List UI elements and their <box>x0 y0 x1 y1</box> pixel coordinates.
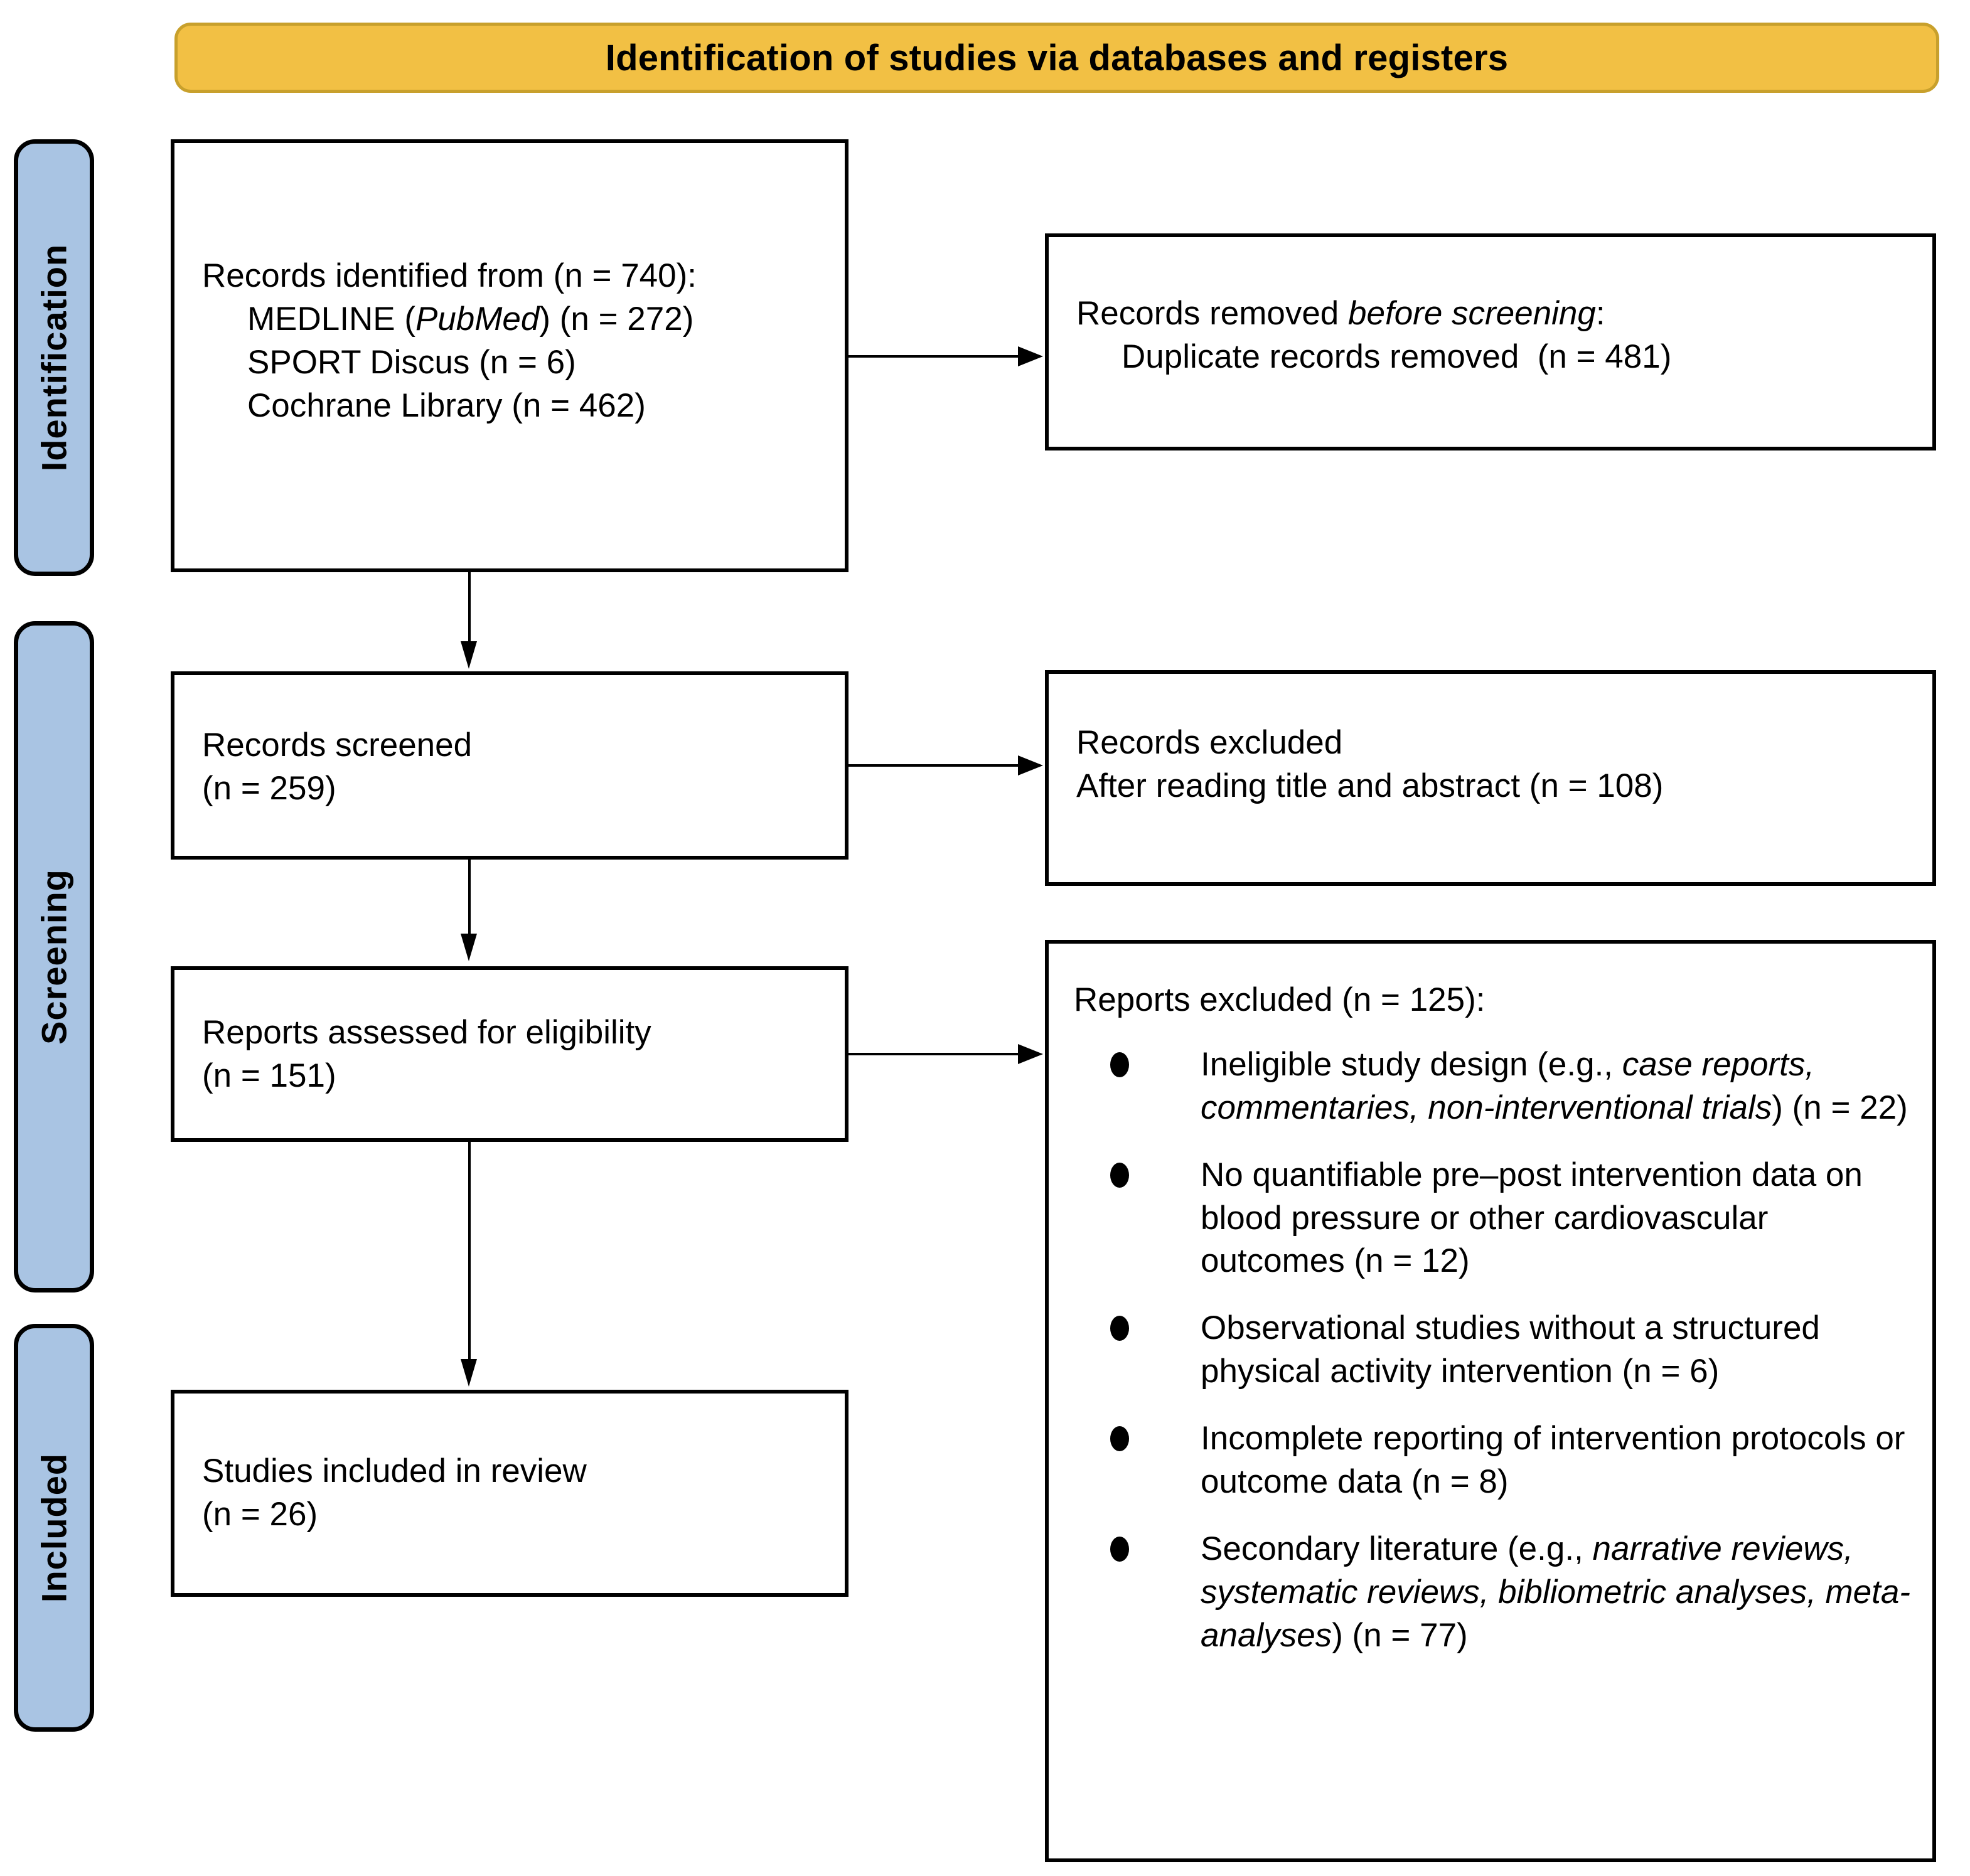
connector-screened-to-excluded <box>848 764 1022 767</box>
connector-identified-to-removed <box>848 355 1022 358</box>
diagram-header-banner: Identification of studies via databases … <box>174 23 1939 93</box>
connector-assessed-to-reports-excluded <box>848 1053 1022 1055</box>
reason-text-prefix: Secondary literature (e.g., <box>1201 1530 1593 1567</box>
reason-text-italic: case reports, commentaries, non-interven… <box>1201 1045 1815 1126</box>
connector-identified-to-screened <box>468 572 471 645</box>
medline-suffix: ) (n = 272) <box>539 300 694 338</box>
records-removed-prefix: Records removed <box>1076 295 1349 332</box>
records-identified-total: Records identified from (n = 740): <box>202 257 697 294</box>
list-item: No quantifiable pre–post intervention da… <box>1074 1154 1919 1284</box>
studies-included-label: Studies included in review <box>202 1452 587 1490</box>
box-reports-excluded: Reports excluded (n = 125): Ineligible s… <box>1045 940 1936 1862</box>
reports-excluded-heading: Reports excluded (n = 125): <box>1074 981 1486 1018</box>
records-identified-medline: MEDLINE (PubMed) (n = 272) <box>202 298 827 341</box>
reports-assessed-count: (n = 151) <box>202 1057 336 1094</box>
bullet-dot-icon <box>1110 1162 1129 1188</box>
reason-text-prefix: Incomplete reporting of intervention pro… <box>1201 1420 1905 1501</box>
studies-included-count: (n = 26) <box>202 1495 318 1533</box>
box-reports-assessed: Reports assessed for eligibility (n = 15… <box>171 966 848 1142</box>
records-screened-label: Records screened <box>202 727 473 764</box>
records-removed-suffix: : <box>1595 295 1605 332</box>
records-excluded-reason: After reading title and abstract (n = 10… <box>1076 767 1664 804</box>
stage-label-identification-text: Identification <box>34 243 74 472</box>
list-item: Ineligible study design (e.g., case repo… <box>1074 1043 1919 1130</box>
records-excluded-label: Records excluded <box>1076 724 1343 761</box>
stage-label-identification: Identification <box>14 139 94 576</box>
arrowhead-identified-to-screened <box>461 641 477 669</box>
bullet-dot-icon <box>1110 1426 1129 1452</box>
reason-text-suffix: ) (n = 22) <box>1772 1089 1908 1126</box>
banner-title: Identification of studies via databases … <box>605 37 1509 78</box>
stage-label-included-text: Included <box>34 1452 74 1603</box>
box-records-excluded: Records excluded After reading title and… <box>1045 670 1936 886</box>
reports-excluded-reason-list: Ineligible study design (e.g., case repo… <box>1074 1043 1919 1658</box>
box-reports-excluded-body: Reports excluded (n = 125): Ineligible s… <box>1074 979 1919 1681</box>
arrowhead-screened-to-excluded <box>1018 755 1043 775</box>
medline-source-italic: PubMed <box>415 300 540 338</box>
before-screening-italic: before screening <box>1348 295 1596 332</box>
list-item: Incomplete reporting of intervention pro… <box>1074 1417 1919 1504</box>
reason-text-italic: narrative reviews, systematic reviews, b… <box>1201 1530 1911 1654</box>
list-item: Observational studies without a structur… <box>1074 1307 1919 1394</box>
box-records-identified: Records identified from (n = 740): MEDLI… <box>171 139 848 572</box>
box-studies-included-body: Studies included in review (n = 26) <box>202 1450 827 1537</box>
stage-label-screening: Screening <box>14 621 94 1292</box>
duplicate-records-removed: Duplicate records removed (n = 481) <box>1122 338 1672 375</box>
records-identified-cochrane: Cochrane Library (n = 462) <box>247 386 646 424</box>
reason-text-prefix: No quantifiable pre–post intervention da… <box>1201 1156 1863 1280</box>
arrowhead-identified-to-removed <box>1018 346 1043 366</box>
connector-screened-to-assessed <box>468 860 471 937</box>
box-records-removed-body: Records removed before screening: Duplic… <box>1076 292 1915 379</box>
records-identified-sportdiscus: SPORT Discus (n = 6) <box>247 343 576 381</box>
list-item: Secondary literature (e.g., narrative re… <box>1074 1528 1919 1658</box>
reason-text-prefix: Ineligible study design (e.g., <box>1201 1045 1622 1083</box>
medline-prefix: MEDLINE ( <box>247 300 415 338</box>
box-studies-included: Studies included in review (n = 26) <box>171 1390 848 1597</box>
reason-text-prefix: Observational studies without a structur… <box>1201 1309 1820 1390</box>
box-records-removed: Records removed before screening: Duplic… <box>1045 233 1936 450</box>
connector-assessed-to-included <box>468 1142 471 1362</box>
bullet-dot-icon <box>1110 1052 1129 1077</box>
reports-assessed-label: Reports assessed for eligibility <box>202 1014 651 1051</box>
records-screened-count: (n = 259) <box>202 769 336 807</box>
box-records-excluded-body: Records excluded After reading title and… <box>1076 722 1915 808</box>
stage-label-included: Included <box>14 1324 94 1732</box>
arrowhead-assessed-to-included <box>461 1359 477 1387</box>
stage-label-screening-text: Screening <box>34 869 74 1045</box>
box-reports-assessed-body: Reports assessed for eligibility (n = 15… <box>202 1011 827 1098</box>
box-records-screened: Records screened (n = 259) <box>171 671 848 860</box>
arrowhead-screened-to-assessed <box>461 934 477 961</box>
box-records-screened-body: Records screened (n = 259) <box>202 724 827 811</box>
records-removed-heading: Records removed before screening: <box>1076 292 1915 336</box>
bullet-dot-icon <box>1110 1536 1129 1562</box>
bullet-dot-icon <box>1110 1316 1129 1341</box>
reason-text-suffix: ) (n = 77) <box>1332 1616 1468 1654</box>
box-records-identified-body: Records identified from (n = 740): MEDLI… <box>202 255 827 428</box>
arrowhead-assessed-to-reports-excluded <box>1018 1044 1043 1064</box>
